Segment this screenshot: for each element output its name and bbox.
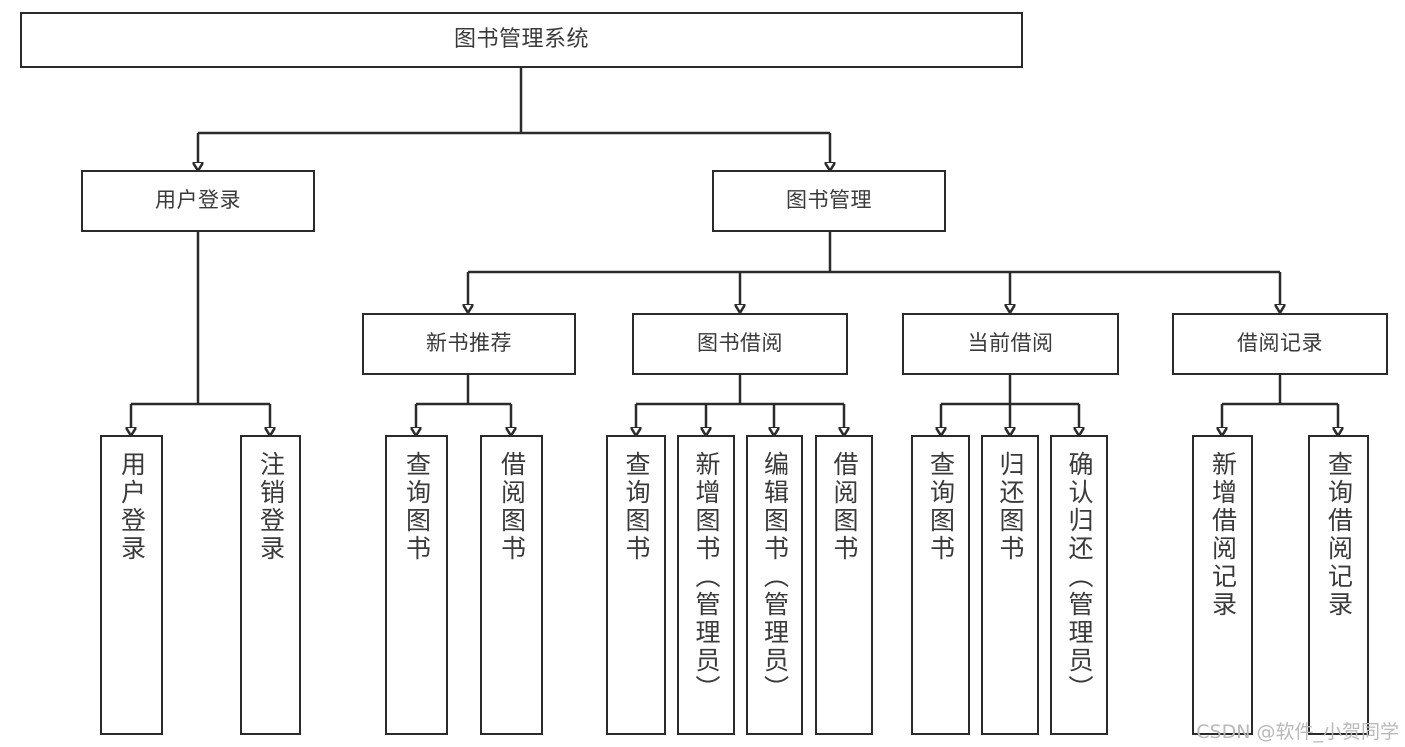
node-label: 图书借阅 [697, 331, 783, 356]
node-label: 用户登录 [155, 188, 241, 213]
node-new-book-recommend[interactable]: 新书推荐 [362, 313, 576, 375]
node-label: 图书管理系统 [453, 26, 589, 52]
node-label: 查询图书 [402, 451, 432, 563]
node-borrow-record[interactable]: 借阅记录 [1172, 313, 1388, 375]
node-user-login[interactable]: 用户登录 [81, 170, 315, 232]
node-label: 注销登录 [256, 451, 286, 563]
leaf-borrow-borrow-book[interactable]: 借阅图书 [815, 435, 873, 735]
node-label: 新书推荐 [426, 331, 512, 356]
node-label: 借阅图书 [497, 451, 527, 563]
node-label: 确认归还（管理员） [1065, 451, 1094, 703]
node-label: 图书管理 [786, 188, 872, 213]
node-book-management[interactable]: 图书管理 [712, 170, 946, 232]
node-current-borrow[interactable]: 当前借阅 [902, 313, 1119, 375]
node-book-borrow[interactable]: 图书借阅 [632, 313, 848, 375]
node-label: 当前借阅 [967, 331, 1054, 356]
leaf-recommend-query-book[interactable]: 查询图书 [385, 435, 448, 735]
leaf-recommend-borrow-book[interactable]: 借阅图书 [480, 435, 543, 735]
node-label: 用户登录 [117, 451, 147, 563]
leaf-user-login[interactable]: 用户登录 [100, 435, 163, 735]
leaf-current-query-book[interactable]: 查询图书 [911, 435, 970, 735]
node-label: 查询图书 [926, 451, 956, 563]
leaf-current-confirm-return-admin[interactable]: 确认归还（管理员） [1050, 435, 1108, 735]
leaf-record-query-record[interactable]: 查询借阅记录 [1308, 435, 1369, 735]
node-label: 新增借阅记录 [1208, 451, 1238, 619]
node-label: 新增图书（管理员） [692, 451, 721, 703]
node-label: 查询借阅记录 [1324, 451, 1354, 619]
node-root-system[interactable]: 图书管理系统 [20, 12, 1023, 68]
leaf-user-logout[interactable]: 注销登录 [240, 435, 301, 735]
node-label: 借阅图书 [830, 451, 859, 563]
node-label: 归还图书 [996, 451, 1025, 563]
leaf-borrow-query-book[interactable]: 查询图书 [606, 435, 666, 735]
leaf-borrow-edit-book-admin[interactable]: 编辑图书（管理员） [746, 435, 803, 735]
node-label: 借阅记录 [1237, 331, 1323, 356]
node-label: 编辑图书（管理员） [760, 451, 790, 703]
node-label: 查询图书 [622, 451, 651, 563]
leaf-record-add-record[interactable]: 新增借阅记录 [1192, 435, 1253, 735]
leaf-borrow-add-book-admin[interactable]: 新增图书（管理员） [677, 435, 735, 735]
leaf-current-return-book[interactable]: 归还图书 [981, 435, 1039, 735]
